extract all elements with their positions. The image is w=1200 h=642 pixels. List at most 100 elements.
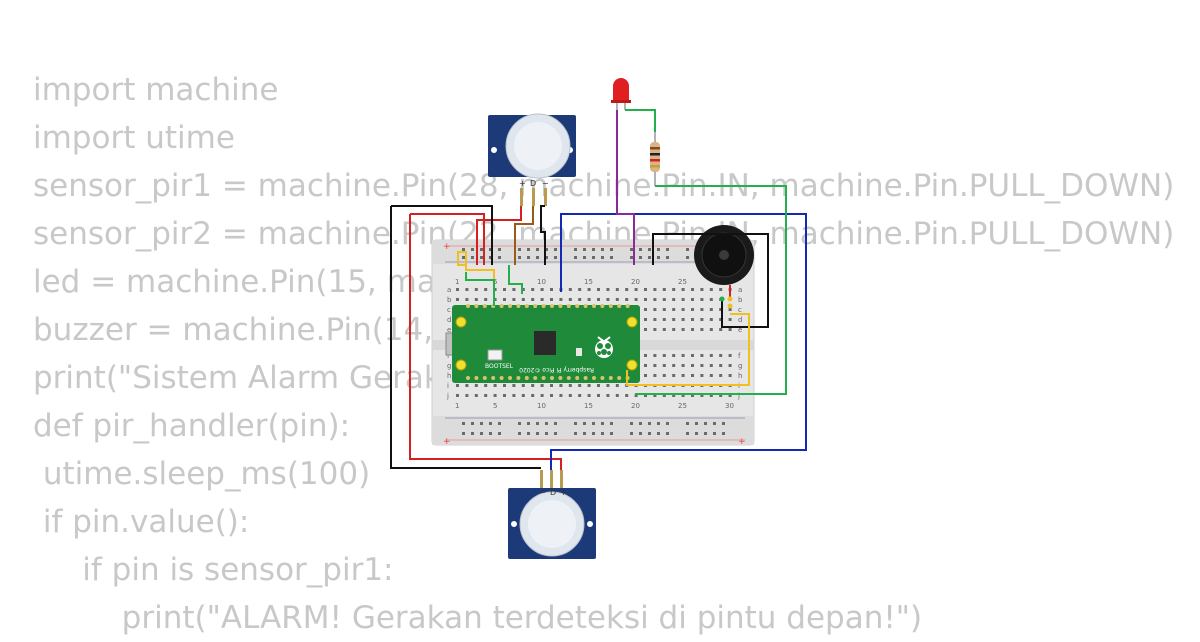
bb-hole (719, 364, 723, 367)
bb-hole (719, 374, 723, 377)
bb-col-label: 10 (537, 402, 546, 410)
mount-hole (455, 359, 467, 371)
wire-black (391, 205, 493, 265)
breadboard-row-letters: a b c d e f g h i j a b c d e f g h i j (446, 286, 743, 400)
pico-pin-pad (550, 304, 554, 308)
bb-hole (700, 328, 704, 331)
bb-hole (574, 256, 577, 259)
pico-pin-pad (541, 376, 546, 380)
bb-hole (601, 432, 604, 435)
bb-hole (518, 422, 521, 425)
bootsel-button[interactable] (487, 349, 503, 361)
code-line: if pin.value(): (33, 504, 250, 540)
bb-hole (704, 422, 707, 425)
bb-hole (653, 308, 657, 311)
bb-hole (559, 298, 563, 301)
bb-hole (521, 298, 525, 301)
bb-hole (709, 298, 713, 301)
bb-hole (456, 394, 459, 397)
pico-pin-pad (524, 376, 529, 380)
bb-row-label: d (738, 316, 742, 324)
pico-pin-pad (625, 304, 630, 308)
bb-hole (550, 288, 553, 291)
bb-hole (615, 384, 619, 387)
bb-row-label: a (447, 286, 451, 294)
wire-black (540, 205, 546, 265)
bb-hole (610, 256, 613, 259)
bb-hole (672, 288, 676, 291)
pico-pin-pad (466, 304, 470, 308)
bb-row-label: c (447, 306, 451, 314)
bb-hole (713, 422, 716, 425)
bb-hole (686, 422, 689, 425)
bb-hole (709, 374, 713, 377)
bb-hole (587, 394, 591, 397)
pico-pin-pad (608, 304, 613, 308)
bb-hole (672, 394, 676, 397)
bb-row-label: b (738, 296, 743, 304)
code-line: if pin is sensor_pir1: (33, 552, 394, 588)
bb-col-label: 15 (584, 278, 593, 286)
pico-pin-pad (600, 304, 605, 308)
pico-pin-pad (575, 304, 580, 308)
bb-hole (691, 318, 694, 321)
bb-hole (700, 298, 704, 301)
bb-hole (456, 288, 459, 291)
bb-hole (484, 298, 488, 301)
bb-hole (662, 374, 666, 377)
bb-hole (666, 248, 669, 251)
code-line: import utime (33, 120, 235, 156)
code-line: utime.sleep_ms(100) (33, 456, 371, 492)
wire-blue (550, 213, 807, 470)
bb-col-label: 25 (678, 278, 687, 286)
buzzer-center (719, 250, 729, 260)
bb-hole (474, 298, 478, 301)
bb-hole (648, 248, 651, 251)
bb-hole (480, 248, 483, 251)
bb-hole (681, 308, 685, 311)
bb-plus-mark: + (443, 242, 451, 252)
bb-col-label: 30 (725, 402, 734, 410)
bb-hole (691, 374, 694, 377)
bb-hole (700, 288, 704, 291)
bb-hole (662, 364, 666, 367)
pico-pin-pad (474, 376, 479, 380)
bb-hole (653, 288, 657, 291)
wire-green (465, 272, 495, 306)
bb-hole (531, 394, 535, 397)
bb-hole (597, 394, 600, 397)
resistor-band (650, 153, 660, 156)
bb-hole (503, 288, 506, 291)
bb-hole (471, 256, 474, 259)
bb-hole (480, 256, 483, 259)
pir-pin-label: D (550, 488, 556, 497)
bb-hole (657, 248, 660, 251)
bb-hole (639, 256, 642, 259)
bb-hole (550, 394, 553, 397)
pir-pin (544, 188, 547, 206)
pico-pin-pad (558, 376, 563, 380)
bb-hole (681, 374, 685, 377)
bb-hole (700, 308, 704, 311)
bb-hole (521, 288, 525, 291)
red-led (611, 78, 631, 110)
bb-hole (462, 248, 465, 251)
jumper-dot (727, 296, 733, 302)
bb-hole (653, 318, 657, 321)
bb-hole (728, 364, 732, 367)
bb-hole (531, 298, 535, 301)
bb-hole (578, 384, 582, 387)
bb-hole (644, 318, 647, 321)
bb-row-label: b (447, 296, 452, 304)
bb-hole (527, 422, 530, 425)
bb-hole (630, 432, 633, 435)
bb-hole (531, 384, 535, 387)
bb-hole (639, 248, 642, 251)
pico-pin-pad (566, 376, 571, 380)
resistor-band (650, 159, 660, 162)
bb-hole (592, 422, 595, 425)
wire-brown (514, 206, 534, 265)
raspberry-logo-icon (595, 336, 613, 358)
bb-hole (559, 394, 563, 397)
bb-hole (606, 384, 610, 387)
